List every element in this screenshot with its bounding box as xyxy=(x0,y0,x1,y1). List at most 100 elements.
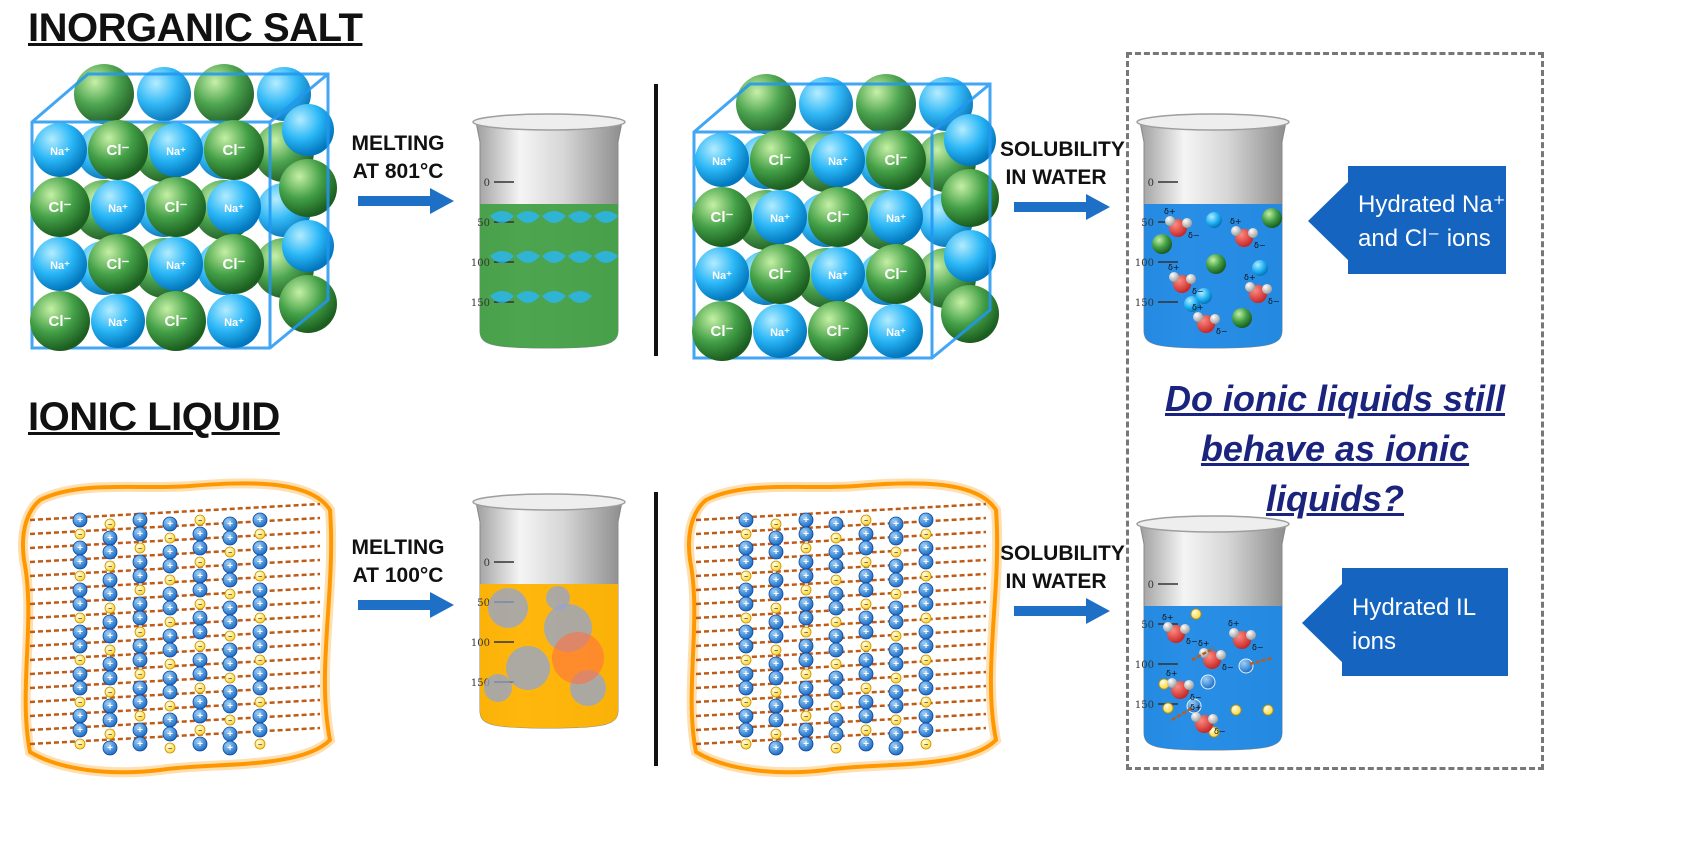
il-anion-sign: − xyxy=(78,700,82,707)
il-cation xyxy=(858,624,874,640)
il-cation-sign: + xyxy=(227,533,233,544)
cl-ion-side xyxy=(279,159,337,217)
il-anion-sign: − xyxy=(744,616,748,623)
il-anion-sign: − xyxy=(744,532,748,539)
il-cation-sign: + xyxy=(257,543,263,554)
il-cation-sign: + xyxy=(923,711,929,722)
il-cation-sign: + xyxy=(833,561,839,572)
il-cation-sign: + xyxy=(743,543,749,554)
il-cation-sign: + xyxy=(197,711,203,722)
water-hydrogen xyxy=(1184,680,1194,690)
il-cation xyxy=(828,726,844,742)
il-cation xyxy=(162,600,178,616)
il-cation-sign: + xyxy=(227,617,233,628)
il-cation-sign: + xyxy=(137,529,143,540)
il-cation xyxy=(858,736,874,752)
il-anion xyxy=(104,518,116,530)
molten-na-blob xyxy=(542,211,566,223)
il-cation xyxy=(192,540,208,556)
il-anion xyxy=(104,686,116,698)
cl-ion-label: Cl⁻ xyxy=(49,199,72,216)
il-anion xyxy=(104,644,116,656)
il-cation-sign: + xyxy=(257,683,263,694)
salt-callout-line2: and Cl⁻ ions xyxy=(1358,225,1491,252)
delta-minus-label: δ− xyxy=(1188,231,1200,240)
il-anion xyxy=(194,556,206,568)
water-hydrogen xyxy=(1231,226,1241,236)
il-anion-sign: − xyxy=(258,532,262,539)
il-anion-sign: − xyxy=(834,704,838,711)
salt-solubility-line1: SOLUBILITY xyxy=(1000,138,1125,161)
il-anion-sign: − xyxy=(198,518,202,525)
il-anion-sign: − xyxy=(924,574,928,581)
il-anion xyxy=(74,738,86,750)
cl-ion xyxy=(692,301,752,361)
il-anion xyxy=(1162,702,1174,714)
il-cation xyxy=(102,712,118,728)
molten-na-blob xyxy=(490,211,514,223)
salt-melting-line1: MELTING xyxy=(351,132,445,155)
il-anion-sign: − xyxy=(804,546,808,553)
il-cation-sign: + xyxy=(107,631,113,642)
il-cation-sign: + xyxy=(803,739,809,750)
il-cation-sign: + xyxy=(773,715,779,726)
il-cation-sign: + xyxy=(803,557,809,568)
molten-il-blob xyxy=(506,646,550,690)
il-anion xyxy=(134,626,146,638)
il-outline xyxy=(687,481,1000,775)
il-cation-sign: + xyxy=(833,589,839,600)
il-cation xyxy=(738,680,754,696)
water-hydrogen xyxy=(1169,272,1179,282)
il-anion xyxy=(224,672,236,684)
il-anion-sign: − xyxy=(168,536,172,543)
beaker-tick-label: 50 xyxy=(477,598,490,609)
il-anion xyxy=(194,682,206,694)
il-cation-sign: + xyxy=(107,659,113,670)
cl-ion-label: Cl⁻ xyxy=(223,142,246,159)
il-anion xyxy=(224,546,236,558)
water-hydrogen xyxy=(1229,628,1239,638)
na-ion-label: Na⁺ xyxy=(828,270,848,282)
il-anion-sign: − xyxy=(834,662,838,669)
cl-ion-label: Cl⁻ xyxy=(223,256,246,273)
cl-ion xyxy=(808,187,868,247)
cl-ion xyxy=(750,244,810,304)
ionic-liquid-before-dissolution: +−++−++−++−++−++−−++−++−++−++−++−+++−++−… xyxy=(684,478,1003,778)
il-cation-sign: + xyxy=(803,599,809,610)
il-cation-sign: + xyxy=(923,543,929,554)
na-ion xyxy=(91,180,145,234)
salt-crystal-before-dissolution: Na⁺Cl⁻Na⁺Cl⁻Cl⁻Na⁺Cl⁻Na⁺Na⁺Cl⁻Na⁺Cl⁻Cl⁻N… xyxy=(692,74,999,361)
salt-melting-line2: AT 801°C xyxy=(352,160,444,183)
na-ion xyxy=(811,247,865,301)
il-anion-sign: − xyxy=(138,714,142,721)
il-cation xyxy=(72,512,88,528)
il-cation-sign: + xyxy=(923,599,929,610)
il-cation-sign: + xyxy=(743,669,749,680)
il-cation-sign: + xyxy=(743,585,749,596)
il-cation-sign: + xyxy=(257,585,263,596)
il-anion-sign: − xyxy=(108,690,112,697)
il-anion xyxy=(800,584,812,596)
il-cation xyxy=(768,628,784,644)
il-anion-sign: − xyxy=(78,532,82,539)
cl-ion-label: Cl⁻ xyxy=(827,323,850,340)
il-callout-line2: ions xyxy=(1352,628,1397,655)
il-anion-sign: − xyxy=(834,536,838,543)
il-anion xyxy=(134,542,146,554)
il-cation xyxy=(888,572,904,588)
il-cation-sign: + xyxy=(107,701,113,712)
il-cation-sign: + xyxy=(773,575,779,586)
il-cation xyxy=(222,572,238,588)
il-cation-sign: + xyxy=(773,701,779,712)
il-cation-sign: + xyxy=(743,683,749,694)
il-cation-sign: + xyxy=(833,715,839,726)
water-hydrogen xyxy=(1208,714,1218,724)
na-ion xyxy=(695,133,749,187)
na-ion-label: Na⁺ xyxy=(770,327,790,339)
il-cation-sign: + xyxy=(107,673,113,684)
il-cation-sign: + xyxy=(863,697,869,708)
il-cation-sign: + xyxy=(743,557,749,568)
beaker-rim xyxy=(472,113,626,131)
